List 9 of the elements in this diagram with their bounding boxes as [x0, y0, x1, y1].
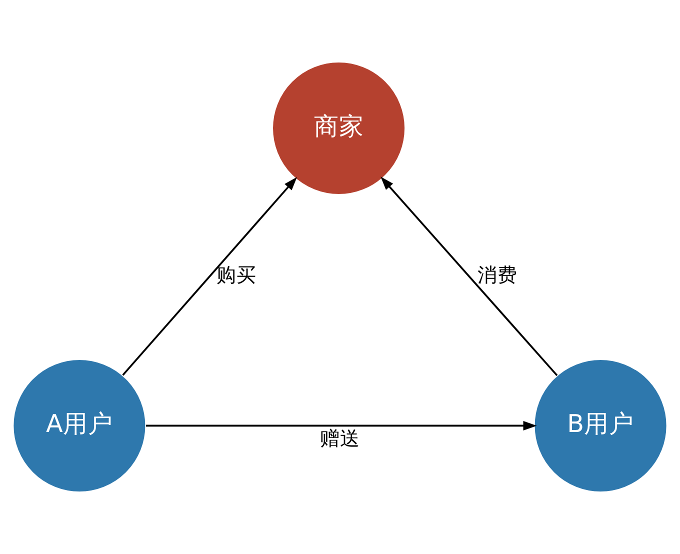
node-circle: B用户 [534, 358, 668, 493]
edge-label: 消费 [477, 264, 518, 287]
arrow [122, 176, 298, 376]
arrow [380, 176, 558, 376]
edge-label: 赠送 [320, 427, 360, 450]
node-circle: 商家 [272, 61, 406, 196]
edge-label: 购买 [216, 264, 257, 287]
node-circle: A用户 [12, 358, 146, 493]
arrow [146, 420, 537, 430]
